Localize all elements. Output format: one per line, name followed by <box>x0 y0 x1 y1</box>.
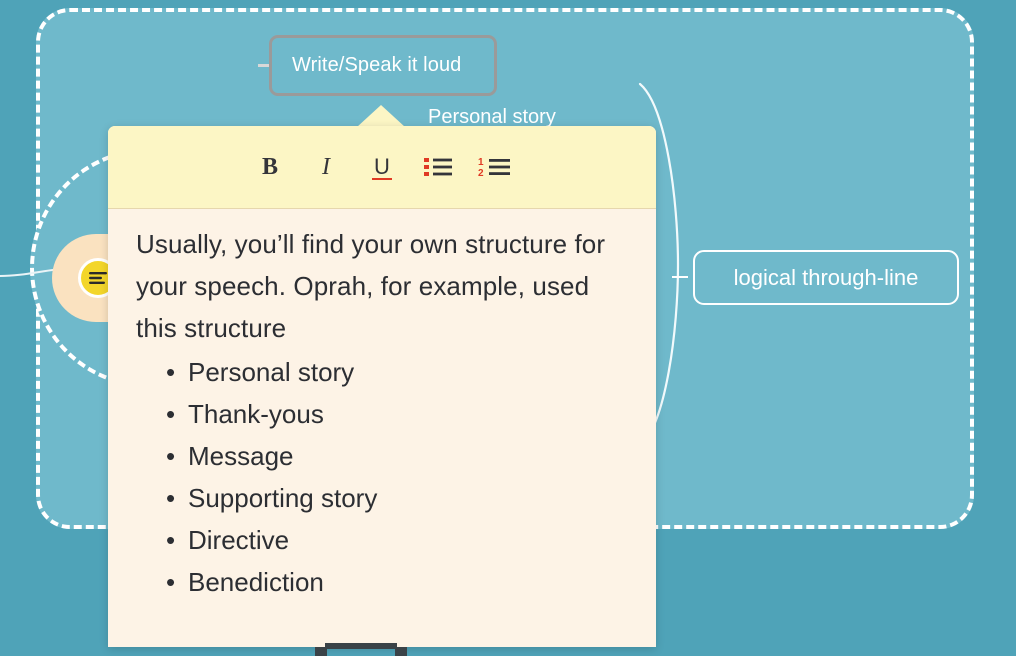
list-item: Supporting story <box>166 477 630 519</box>
note-bullet-list: Personal story Thank-yous Message Suppor… <box>136 351 630 603</box>
list-item: Benediction <box>166 561 630 603</box>
numbered-list-digit-1: 1 <box>478 157 484 168</box>
node-logical-through-line-label: logical through-line <box>733 264 919 290</box>
underline-button-label: U <box>374 154 390 179</box>
italic-button-label: I <box>322 153 330 180</box>
bulleted-list-button[interactable] <box>421 150 455 184</box>
node-personal-story[interactable]: Personal story <box>428 106 556 129</box>
node-personal-story-label: Personal story <box>428 106 556 128</box>
note-pointer-arrow <box>357 105 405 127</box>
node-write-speak-label: Write/Speak it loud <box>292 54 462 76</box>
numbered-list-button[interactable]: 1 2 <box>477 150 511 184</box>
underline-accent-bar <box>372 178 392 180</box>
list-item: Thank-yous <box>166 393 630 435</box>
note-popover[interactable]: B I U 1 <box>108 126 656 647</box>
underline-button[interactable]: U <box>365 150 399 184</box>
write-speak-node-stub <box>258 64 272 67</box>
list-item: Directive <box>166 519 630 561</box>
list-item: Personal story <box>166 351 630 393</box>
node-write-speak-it-loud[interactable]: Write/Speak it loud <box>269 35 497 96</box>
logical-through-line-stub <box>672 276 688 278</box>
node-logical-through-line[interactable]: logical through-line <box>693 250 959 305</box>
bold-button[interactable]: B <box>253 150 287 184</box>
numbered-list-digit-2: 2 <box>478 168 484 178</box>
bold-button-label: B <box>261 153 278 180</box>
italic-button[interactable]: I <box>309 150 343 184</box>
note-format-toolbar[interactable]: B I U 1 <box>108 126 656 209</box>
note-body[interactable]: Usually, you’ll find your own structure … <box>108 209 656 603</box>
list-item: Message <box>166 435 630 477</box>
note-resize-handle[interactable] <box>315 643 407 656</box>
note-paragraph: Usually, you’ll find your own structure … <box>136 229 606 343</box>
